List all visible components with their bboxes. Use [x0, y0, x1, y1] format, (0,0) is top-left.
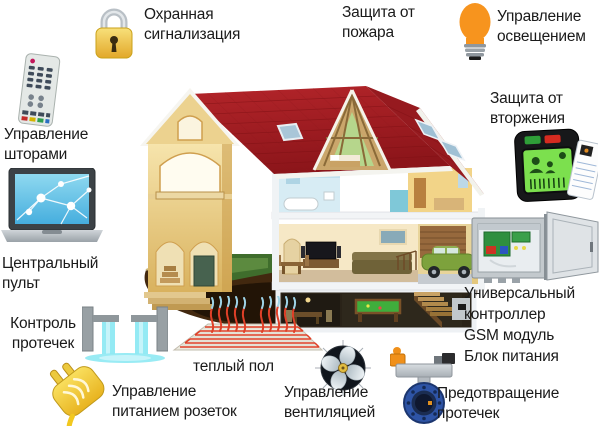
access-panel-icon	[510, 128, 598, 204]
valve-icon	[390, 344, 462, 426]
label-warm-floor: теплый пол	[193, 358, 274, 375]
label-intrusion: Защита от вторжения	[490, 90, 565, 127]
controller-cabinet-icon	[470, 210, 600, 284]
label-leak-monitoring: Контроль протечек	[10, 315, 76, 352]
laptop-icon	[1, 168, 103, 254]
power-plug-icon	[38, 358, 110, 426]
label-security-alarm: Охранная сигнализация	[144, 6, 241, 43]
remote-control-icon	[12, 53, 66, 129]
label-fire-protection: Защита от пожара	[342, 4, 415, 41]
leak-monitor-icon	[82, 305, 168, 363]
house-cutaway-illustration	[128, 78, 488, 346]
label-curtains-control: Управление шторами	[4, 126, 89, 163]
label-controller: Универсальный контроллер GSM модуль Блок…	[464, 285, 575, 365]
label-ventilation: Управление вентиляцией	[284, 384, 376, 421]
fan-icon	[315, 340, 371, 396]
label-socket-power: Управление питанием розеток	[112, 383, 237, 420]
label-central-console: Центральный пульт	[2, 255, 99, 292]
warm-floor-icon	[156, 296, 356, 358]
label-lighting-control: Управление освещением	[497, 8, 586, 45]
padlock-icon	[92, 2, 136, 60]
label-leak-prevention: Предотвращение протечек	[437, 385, 560, 422]
light-bulb-icon	[457, 2, 493, 60]
